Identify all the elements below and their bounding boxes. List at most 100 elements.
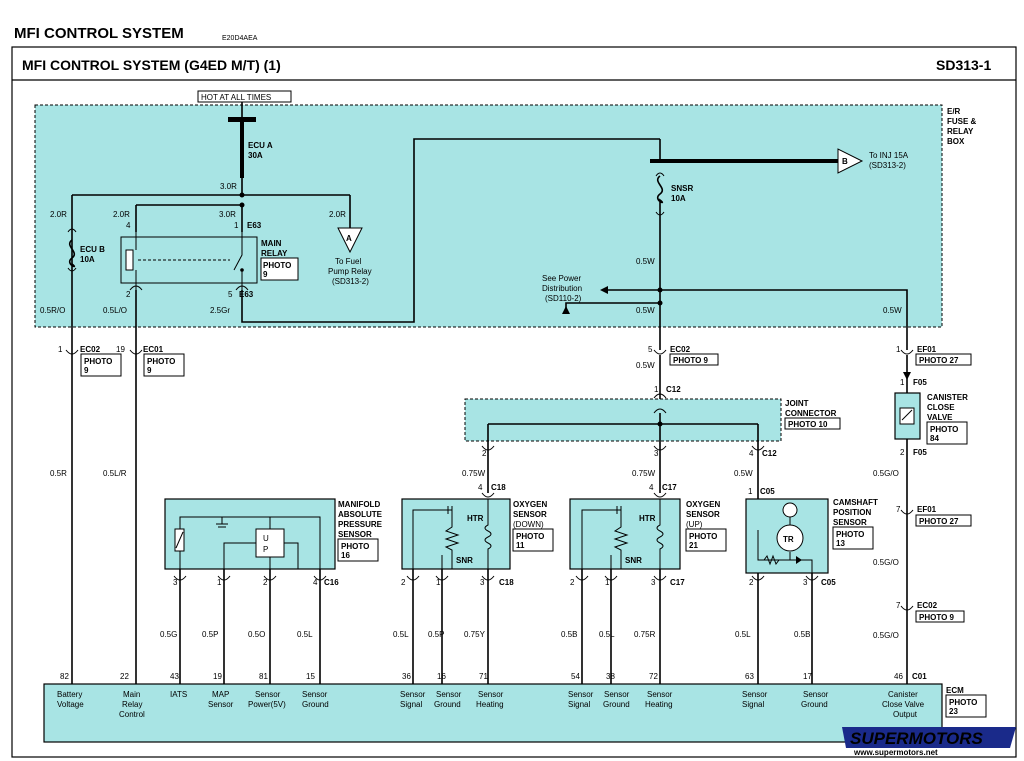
- conn-ec02-right: EC02: [917, 601, 938, 610]
- photo-number: 11: [516, 541, 525, 550]
- see-power-ref: Distribution: [542, 284, 582, 293]
- wire-label: 0.5G/O: [873, 469, 899, 478]
- photo-number: 16: [341, 551, 350, 560]
- label-text: 0.5L: [393, 630, 409, 639]
- label-text: Sensor: [647, 690, 673, 699]
- photo-label: PHOTO: [516, 532, 544, 541]
- connector-marks: [173, 575, 327, 581]
- diode-icon: [796, 556, 802, 564]
- supermotors-logo: SUPERMOTORS: [842, 727, 1016, 748]
- pin-label: 1: [900, 378, 905, 387]
- photo-box: [915, 610, 965, 623]
- page-code: E20D4AEA: [222, 35, 258, 42]
- connector-a: [337, 227, 363, 254]
- wire-25gr: [241, 138, 660, 323]
- conn-c18-bot: C18: [499, 578, 514, 587]
- o2-down-sensor-element: [412, 506, 460, 569]
- connector-marks: [406, 575, 495, 581]
- label-text: Sensor: [803, 690, 829, 699]
- photo-box: [685, 528, 727, 552]
- photo-label: PHOTO: [836, 530, 864, 539]
- pin-label: 1: [436, 578, 441, 587]
- o2-up-label: SENSOR: [686, 510, 720, 519]
- label-text: Close Valve: [882, 700, 925, 709]
- fuse-snsr-label: SNSR: [671, 184, 693, 193]
- relay-pin-5: 5: [228, 290, 233, 299]
- connector-mark: [653, 393, 667, 399]
- pin-label: 2: [401, 578, 406, 587]
- label-text: 71: [479, 672, 488, 681]
- fuse-snsr-symbol: [656, 175, 664, 350]
- photo-box: [945, 694, 987, 718]
- label-text: Signal: [568, 700, 590, 709]
- fuel-pump-ref: Pump Relay: [328, 267, 372, 276]
- fuse-snsr-rating: 10A: [671, 194, 686, 203]
- o2-down-label: OXYGEN: [513, 500, 547, 509]
- wire-label: 3.0R: [220, 182, 237, 191]
- see-power-ref: See Power: [542, 274, 581, 283]
- wire-label: 0.5L/O: [103, 306, 127, 315]
- conn-ec02-mid: EC02: [670, 345, 691, 354]
- page-title: MFI CONTROL SYSTEM: [14, 25, 184, 42]
- label-text: 0.5P: [202, 630, 218, 639]
- relay-pin-2: 2: [126, 290, 131, 299]
- conn-c05-bot: C05: [821, 578, 836, 587]
- label-text: Sensor: [742, 690, 768, 699]
- fuse-snsr-caps: [655, 172, 665, 216]
- photo-box: [512, 528, 554, 552]
- wire-label: 0.5W: [734, 469, 753, 478]
- connector-marks: [65, 349, 914, 355]
- wire-label: 0.75W: [462, 469, 486, 478]
- photo-label: PHOTO 27: [919, 356, 959, 365]
- connector-b-label: B: [842, 157, 848, 166]
- map-label: ABSOLUTE: [338, 510, 383, 519]
- label-text: Sensor: [400, 690, 426, 699]
- inj-bus-bar: [650, 159, 840, 163]
- connector-mark: [900, 605, 914, 611]
- label-text: Battery: [57, 690, 82, 699]
- pin-label: 2: [263, 578, 268, 587]
- photo-label: PHOTO: [930, 425, 958, 434]
- lower-wire-labels: 0.5G 0.5P 0.5O 0.5L 0.5L 0.5P 0.75Y 0.5B…: [160, 630, 810, 639]
- label-text: MAP: [212, 690, 229, 699]
- connector-mark: [653, 408, 667, 414]
- main-relay-label: RELAY: [261, 249, 288, 258]
- o2-down-heater: [484, 499, 492, 569]
- relay-coil: [125, 249, 134, 271]
- conn-c12-top: C12: [666, 385, 681, 394]
- label-text: 0.5P: [428, 630, 444, 639]
- ecm-pin-labels: Battery Voltage Main Relay Control IATS …: [57, 690, 925, 719]
- label-text: Sensor: [604, 690, 630, 699]
- pin-label: 2: [749, 578, 754, 587]
- wire-label: 2.0R: [50, 210, 67, 219]
- cam-label: CAMSHAFT: [833, 498, 878, 507]
- conn-c01: C01: [912, 672, 927, 681]
- watermark-url: www.supermotors.net: [853, 748, 938, 757]
- pin-label: 3: [480, 578, 485, 587]
- photo-label: PHOTO 27: [919, 517, 959, 526]
- label-text: 19: [213, 672, 222, 681]
- htr-label: HTR: [639, 514, 656, 523]
- pin-label: 3: [173, 578, 178, 587]
- photo-label: PHOTO: [84, 357, 112, 366]
- label-text: Main: [123, 690, 140, 699]
- wire-label: 0.5L/R: [103, 469, 127, 478]
- label-text: Output: [893, 710, 918, 719]
- wire-label: 0.75W: [632, 469, 656, 478]
- fuse-ecu-b-rating: 10A: [80, 255, 95, 264]
- connector-marks: [481, 445, 765, 451]
- joint-connector-box: [464, 398, 782, 442]
- label-text: 0.5L: [599, 630, 615, 639]
- canister-label: CANISTER: [927, 393, 968, 402]
- photo-box: [915, 514, 972, 527]
- photo-number: 84: [930, 434, 939, 443]
- label-text: RELAY: [947, 127, 974, 136]
- label-text: 38: [606, 672, 615, 681]
- pin-label: 5: [648, 345, 653, 354]
- transistor-icon: [776, 524, 804, 552]
- ecm-label: ECM: [946, 686, 964, 695]
- label-text: Heating: [645, 700, 673, 709]
- conn-c12: C12: [762, 449, 777, 458]
- pin-label: 1: [896, 345, 901, 354]
- canister-label: CLOSE: [927, 403, 955, 412]
